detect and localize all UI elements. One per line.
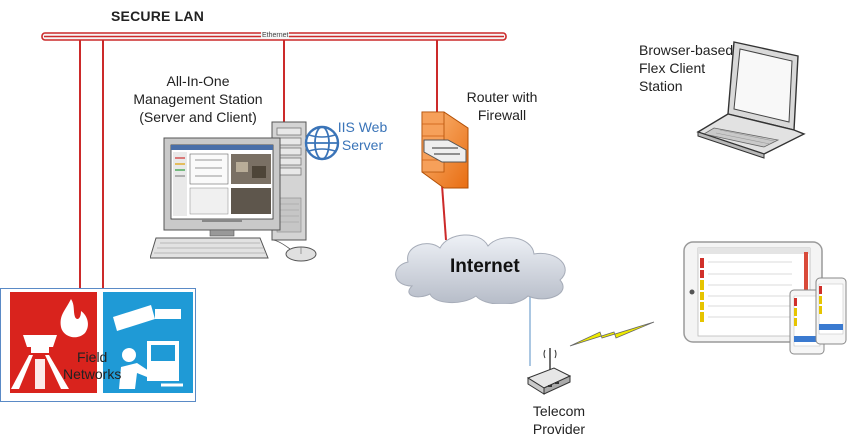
telecom-label: Telecom Provider [519,402,599,438]
cloud-icon [395,234,566,304]
iis-label-line-1: IIS Web [337,119,388,135]
laptop-icon [696,41,806,159]
management-station-label-line-1: All-In-One [166,73,230,89]
management-station-label-line-2: Management Station [133,91,263,107]
field-networks-graphic [10,292,193,393]
telecom-label-line-2: Provider [532,421,586,437]
tablet-phone-icon [683,241,847,355]
telecom-label-line-1: Telecom [532,403,586,419]
flex-client-label-line-1: Browser-based [639,42,734,58]
router-label-line-2: Firewall [477,107,527,123]
flex-client-label-line-2: Flex Client [639,60,706,76]
iis-label-line-2: Server [341,137,384,153]
desktop-computer-icon [150,121,317,262]
flex-client-label: Browser-based Flex Client Station [639,41,733,95]
router-label-line-1: Router with [466,89,538,105]
lan-bus-label: Ethernet [261,32,290,39]
router-firewall-icon [421,111,469,189]
field-networks-label: Field Networks [63,349,121,383]
iis-web-server-label: IIS Web Server [330,118,395,154]
field-networks-box [0,288,196,402]
lightning-bolt-icon [569,321,655,347]
management-station-label: All-In-One Management Station (Server an… [123,72,273,126]
field-networks-label-line-1: Field [77,349,108,365]
lan-title: SECURE LAN [111,8,205,24]
router-to-internet-line [441,184,447,241]
router-label: Router with Firewall [452,88,552,124]
flex-client-label-line-3: Station [639,78,683,94]
globe-icon [304,125,340,161]
wireless-modem-icon [526,348,572,395]
management-station-label-line-3: (Server and Client) [139,109,257,125]
field-networks-label-line-2: Networks [63,366,122,382]
internet-label: Internet [450,256,520,277]
